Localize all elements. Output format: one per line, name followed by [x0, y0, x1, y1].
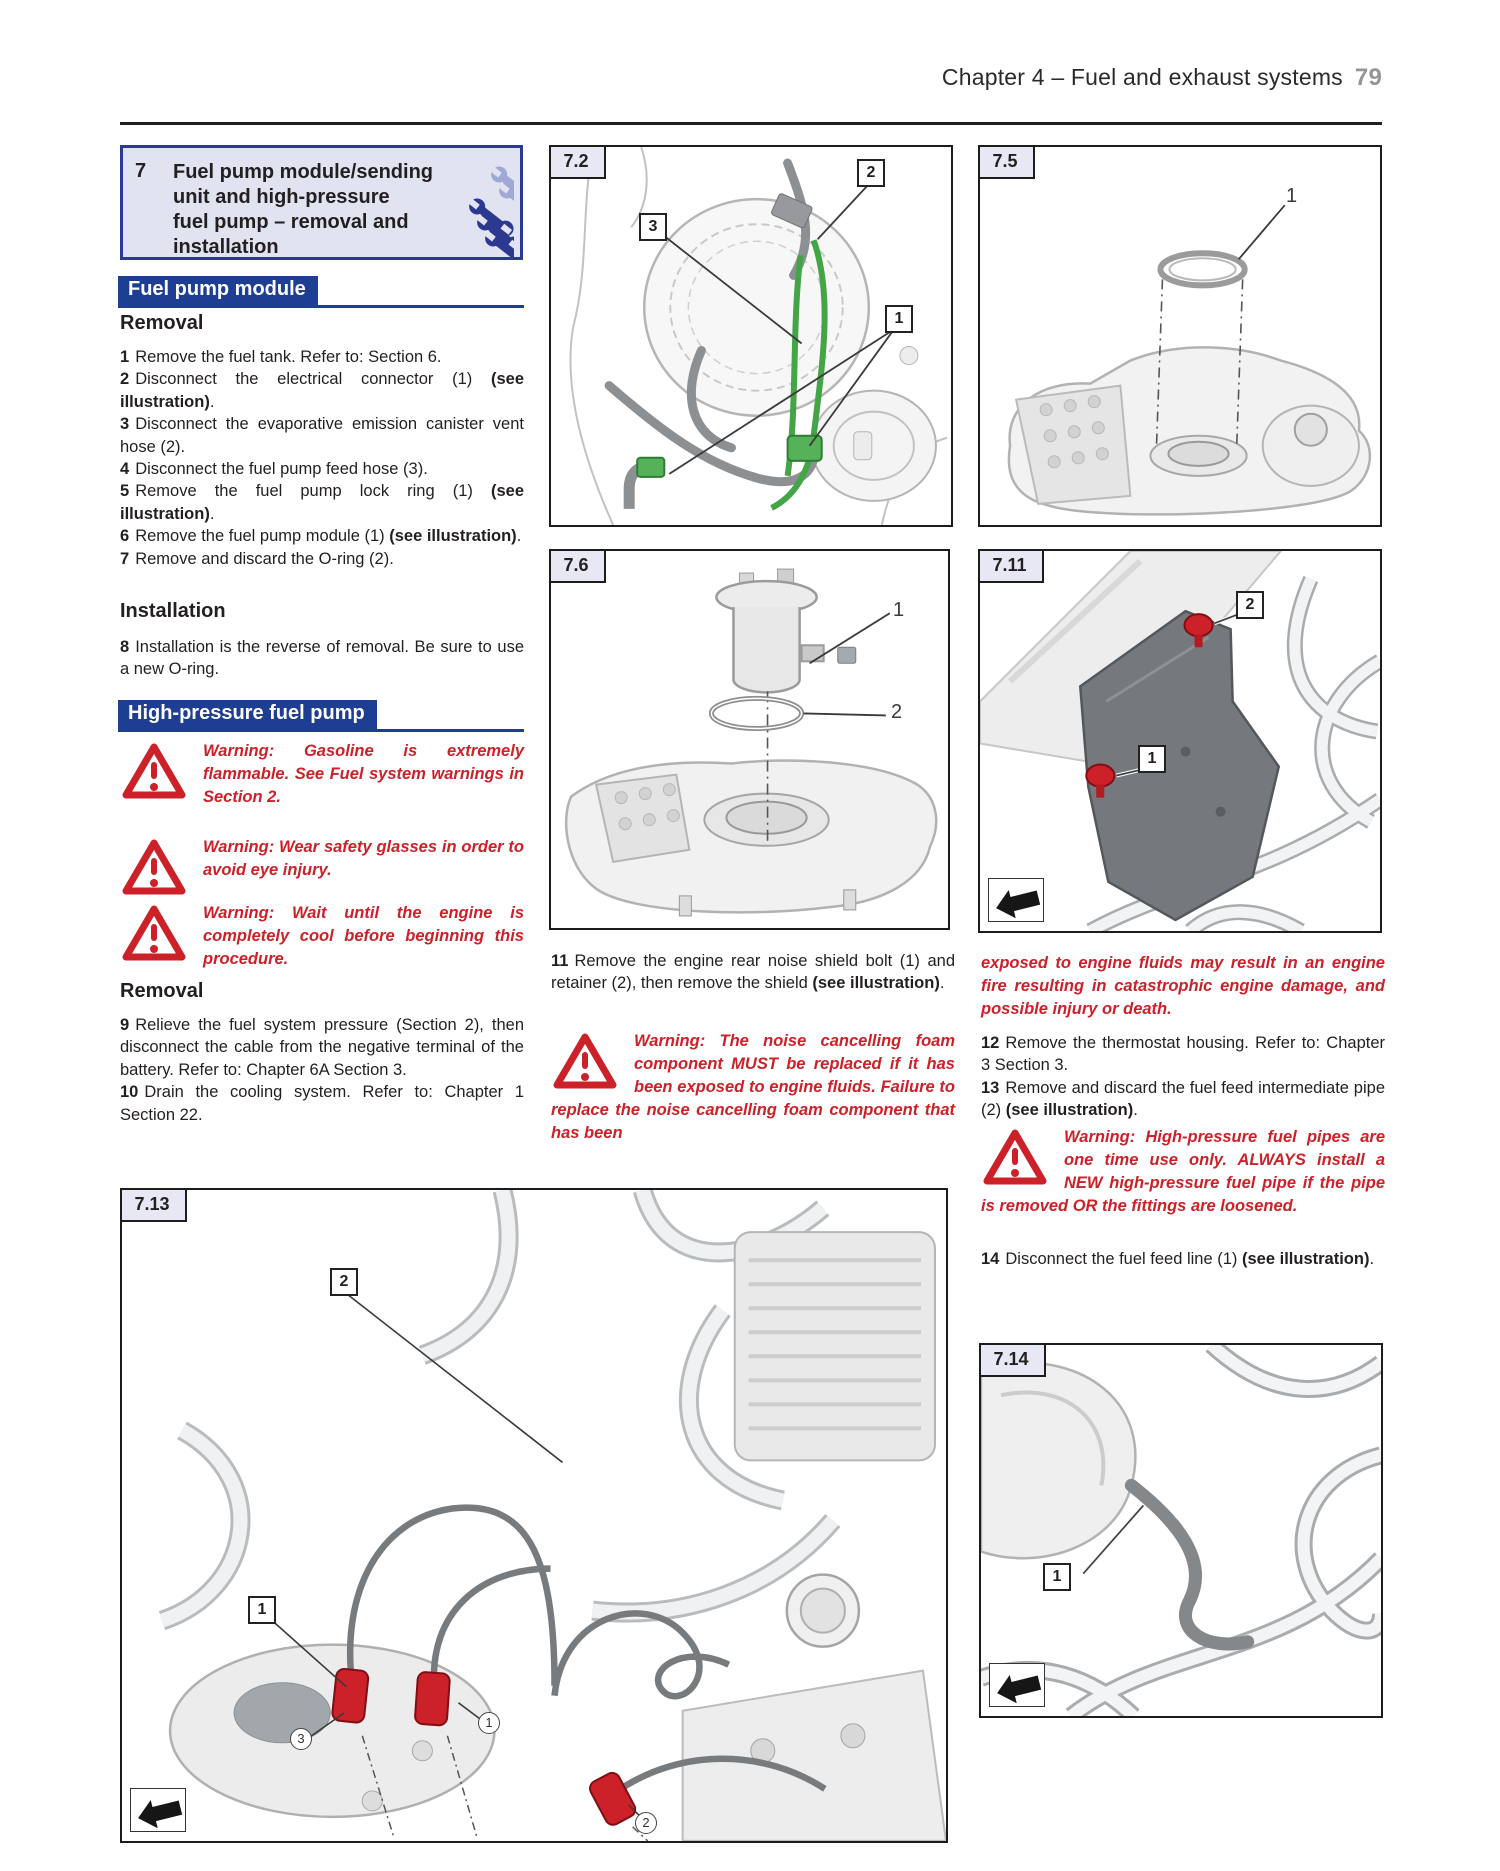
- figure-label: 7.11: [977, 548, 1044, 583]
- front-direction-arrow-icon: [130, 1788, 186, 1832]
- warning-noise-foam-continued: exposed to engine fluids may result in a…: [981, 954, 1385, 1018]
- chapter-title: Chapter 4 – Fuel and exhaust systems: [941, 64, 1343, 90]
- section-title: Fuel pump module/sending unit and high-p…: [173, 161, 433, 258]
- callout-number: 1: [1286, 185, 1298, 207]
- callout-circle: 2: [635, 1812, 657, 1834]
- section-number: 7: [135, 160, 147, 182]
- warning-triangle-icon: [553, 1033, 617, 1089]
- figure-7-2: 7.2 2 3 1: [548, 144, 953, 527]
- warning-triangle-icon: [122, 743, 186, 799]
- figure-label: 7.14: [978, 1342, 1046, 1377]
- heading-installation: Installation: [120, 600, 226, 622]
- warning-engine-cool: Warning: Wait until the engine is comple…: [120, 902, 524, 971]
- callout-circle: 3: [290, 1728, 312, 1750]
- figure-7-14: 7.14 1: [978, 1342, 1383, 1718]
- figure-7-14-illustration: [981, 1345, 1381, 1716]
- heading-removal-2: Removal: [120, 980, 204, 1002]
- callout-box: 2: [330, 1268, 358, 1296]
- figure-7-13: 7.13 2 1 3 1 2: [119, 1187, 948, 1843]
- page-number: 79: [1354, 64, 1382, 91]
- warning-triangle-icon: [122, 839, 186, 895]
- section-title-box: 7 Fuel pump module/sending unit and high…: [120, 145, 523, 260]
- warning-noise-foam: Warning: The noise cancelling foam compo…: [551, 1032, 955, 1142]
- callout-box: 3: [639, 213, 667, 241]
- figure-7-6-illustration: [564, 568, 938, 917]
- figure-7-5-illustration: [1007, 204, 1372, 516]
- warning-safety-glasses: Warning: Wear safety glasses in order to…: [120, 836, 524, 903]
- figure-7-13-illustration: [158, 1190, 946, 1841]
- callout-box: 2: [857, 159, 885, 187]
- callout-number: 1: [893, 599, 905, 621]
- figure-7-11: 7.11 2 1: [977, 548, 1382, 933]
- callout-box: 1: [248, 1596, 276, 1624]
- figure-label: 7.2: [548, 144, 606, 179]
- heading-bar-high-pressure-fuel-pump: High-pressure fuel pump: [118, 700, 524, 732]
- figure-7-2-illustration: [569, 147, 948, 525]
- heading-removal: Removal: [120, 312, 204, 334]
- callout-box: 1: [1138, 745, 1166, 773]
- front-direction-arrow-icon: [989, 1663, 1045, 1707]
- difficulty-wrenches-icon: [456, 160, 514, 258]
- front-direction-arrow-icon: [988, 878, 1044, 922]
- callout-box: 1: [1043, 1563, 1071, 1591]
- warning-triangle-icon: [983, 1129, 1047, 1185]
- figure-7-5: 7.5 1: [977, 144, 1382, 527]
- figure-label: 7.6: [548, 548, 606, 583]
- callout-box: 1: [885, 305, 913, 333]
- figure-7-6: 7.6 1 2: [548, 548, 950, 930]
- figure-7-11-illustration: [980, 551, 1380, 931]
- callout-circle: 1: [478, 1712, 500, 1734]
- figure-label: 7.13: [119, 1187, 187, 1222]
- warning-gasoline: Warning: Gasoline is extremely flammable…: [120, 740, 524, 809]
- heading-bar-fuel-pump-module: Fuel pump module: [118, 276, 524, 308]
- warning-high-pressure-pipes: Warning: High-pressure fuel pipes are on…: [981, 1128, 1385, 1215]
- callout-box: 2: [1236, 591, 1264, 619]
- warning-triangle-icon: [122, 905, 186, 961]
- header-rule: [120, 122, 1382, 125]
- figure-label: 7.5: [977, 144, 1035, 179]
- callout-number: 2: [891, 701, 903, 723]
- page-header: Chapter 4 – Fuel and exhaust systems 79: [120, 64, 1382, 92]
